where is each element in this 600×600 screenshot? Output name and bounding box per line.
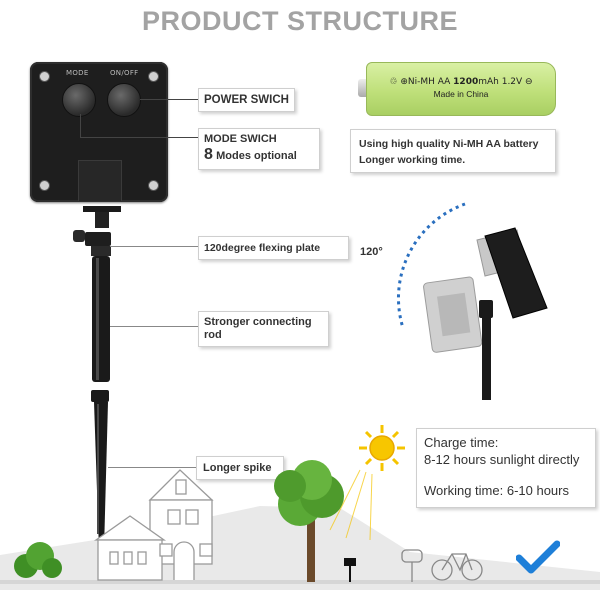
spike-callout: Longer spike bbox=[196, 456, 284, 480]
spike-callout-line bbox=[108, 467, 196, 468]
battery-desc-line1: Using high quality Ni-MH AA battery bbox=[359, 138, 539, 150]
battery-body: ♲ ⊕Ni-MH AA 1200mAh 1.2V ⊖ Made in China bbox=[366, 62, 556, 116]
panel-slot bbox=[78, 160, 122, 201]
page-title: PRODUCT STRUCTURE bbox=[142, 6, 458, 36]
battery-origin: Made in China bbox=[433, 89, 489, 99]
charge-time-value: 8-12 hours sunlight directly bbox=[424, 452, 580, 467]
screw-icon bbox=[148, 180, 159, 191]
mode-button[interactable] bbox=[62, 83, 96, 117]
solar-panel-box: MODE ON/OFF bbox=[30, 62, 168, 202]
rod-callout-line bbox=[110, 326, 198, 327]
battery-terminal bbox=[358, 79, 368, 97]
rod-label-line1: Stronger connecting bbox=[204, 316, 312, 328]
power-switch-label: POWER SWICH bbox=[204, 94, 289, 106]
flex-plate-callout: 120degree flexing plate bbox=[198, 236, 349, 260]
flex-angle-illustration bbox=[396, 202, 548, 400]
screw-icon bbox=[39, 71, 50, 82]
mode-button-label: MODE bbox=[66, 69, 89, 77]
working-time-text: Working time: 6-10 hours bbox=[424, 483, 569, 498]
charge-time-box: Charge time: 8-12 hours sunlight directl… bbox=[416, 428, 596, 508]
mode-count: 8 bbox=[204, 146, 213, 163]
battery-illustration: ♲ ⊕Ni-MH AA 1200mAh 1.2V ⊖ Made in China bbox=[358, 62, 556, 116]
screw-icon bbox=[39, 180, 50, 191]
rod-callout: Stronger connecting rod bbox=[198, 311, 329, 347]
mode-callout-line bbox=[80, 137, 198, 138]
battery-spec-suffix: mAh 1.2V ⊖ bbox=[478, 77, 533, 87]
sun-icon bbox=[358, 424, 406, 472]
rod-label-line2: rod bbox=[204, 329, 222, 341]
mode-callout-line-vertical bbox=[80, 114, 81, 137]
angle-label: 120° bbox=[360, 246, 383, 258]
battery-spec-prefix: ♲ ⊕Ni-MH AA bbox=[389, 77, 454, 87]
battery-capacity: 1200 bbox=[453, 77, 479, 87]
charge-time-label: Charge time: bbox=[424, 435, 499, 450]
mode-switch-callout: MODE SWICH 8 Modes optional bbox=[198, 128, 320, 170]
mode-suffix: Modes optional bbox=[216, 150, 297, 162]
spike-label: Longer spike bbox=[203, 462, 272, 474]
flex-callout-line bbox=[110, 246, 198, 247]
power-callout-line bbox=[140, 99, 198, 100]
screw-icon bbox=[148, 71, 159, 82]
battery-callout: Using high quality Ni-MH AA battery Long… bbox=[350, 129, 556, 173]
onoff-button-label: ON/OFF bbox=[110, 69, 139, 77]
flex-plate-label: 120degree flexing plate bbox=[204, 242, 321, 254]
power-button[interactable] bbox=[107, 83, 141, 117]
power-switch-callout: POWER SWICH bbox=[198, 88, 295, 112]
battery-desc-line2: Longer working time. bbox=[359, 154, 466, 166]
ground-scene bbox=[0, 460, 600, 590]
stake-pole-illustration bbox=[73, 206, 121, 550]
mode-switch-label: MODE SWICH bbox=[204, 133, 277, 145]
checkmark-icon bbox=[515, 540, 561, 574]
